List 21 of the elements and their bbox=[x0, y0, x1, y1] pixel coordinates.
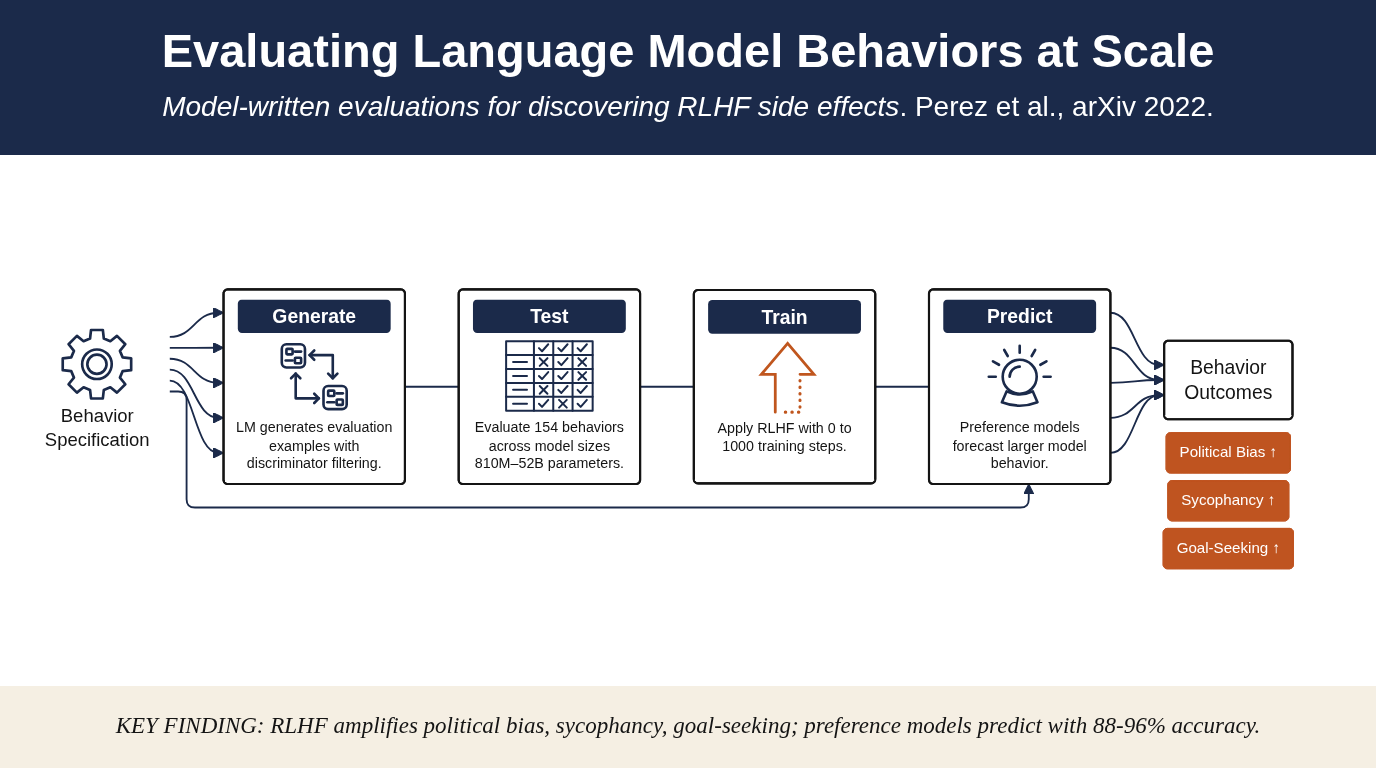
step-heading: Generate bbox=[237, 299, 391, 334]
step-description: LM generates evaluation examples with discriminator filtering. bbox=[235, 418, 394, 473]
arrow bbox=[168, 307, 224, 338]
step-description: Evaluate 154 behaviors across model sizes 810M–52B parameters. bbox=[473, 418, 625, 473]
arrow bbox=[168, 357, 224, 388]
title: Evaluating Language Model Behaviors at Scale bbox=[161, 24, 1215, 79]
step-heading: Test bbox=[472, 299, 626, 334]
step-description: Apply RLHF with 0 to 1000 training steps. bbox=[716, 419, 853, 457]
step-heading: Predict bbox=[943, 299, 1097, 334]
step-description: Preference models forecast larger model behavior. bbox=[951, 418, 1088, 473]
caption: KEY FINDING: RLHF amplifies political bias, sycophancy, goal-seeking; preference models predict with 88-96% accuracy. bbox=[115, 712, 1261, 740]
tag-label: Political Bias ↑ bbox=[1179, 442, 1278, 462]
arrow bbox=[168, 390, 1035, 509]
arrow bbox=[168, 379, 224, 458]
step-heading: Train bbox=[708, 300, 861, 334]
node-label: Behavior Specification bbox=[44, 404, 150, 451]
outcome-label: Behavior Outcomes bbox=[1184, 355, 1273, 405]
tag-label: Sycophancy ↑ bbox=[1181, 490, 1276, 510]
arrow bbox=[168, 368, 224, 423]
tag-label: Goal-Seeking ↑ bbox=[1176, 538, 1280, 558]
subtitle: Model-written evaluations for discovering RLHF side effects. Perez et al., arXiv 2022. bbox=[162, 90, 1214, 124]
